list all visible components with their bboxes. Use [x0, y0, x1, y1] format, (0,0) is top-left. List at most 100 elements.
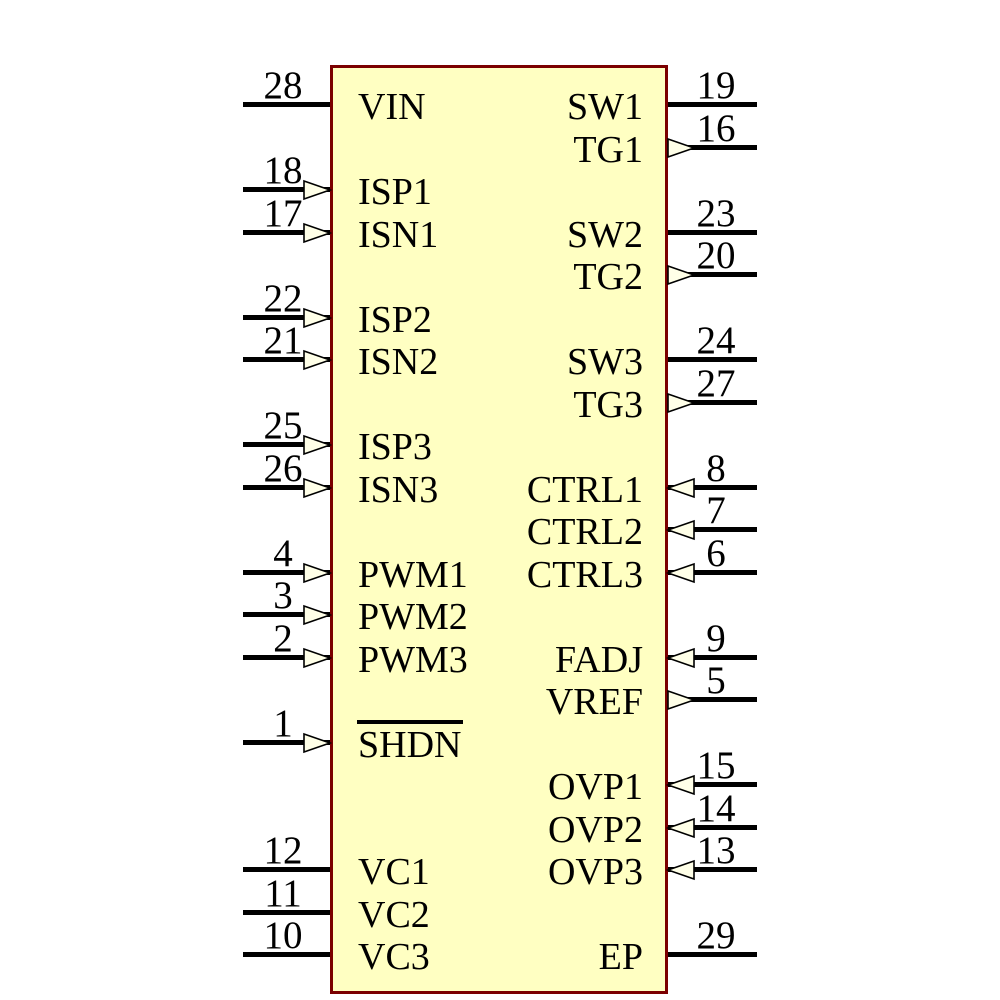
pin-number-isp3: 25 [263, 404, 303, 447]
pin-label-ep: EP [598, 936, 643, 978]
pin-number-ctrl2: 7 [706, 489, 726, 532]
pin-number-vref: 5 [706, 659, 726, 702]
pin-number-ovp2: 14 [696, 786, 736, 830]
pin-label-pwm3: PWM3 [358, 638, 468, 681]
pin-line-isp1 [243, 187, 330, 192]
pin-arrow-in-icon-pwm3 [302, 646, 333, 670]
pin-number-sw1: 19 [696, 64, 736, 107]
pin-line-isn1 [243, 229, 330, 235]
pin-label-sw1: SW1 [567, 86, 643, 128]
pin-arrow-in-icon-isn1 [302, 221, 333, 245]
pin-arrow-out-icon-vref [666, 688, 697, 712]
pin-label-vin: VIN [358, 86, 426, 128]
pin-line-ctrl3 [668, 569, 757, 575]
pin-number-isn3: 26 [263, 446, 303, 490]
pin-label-vc1: VC1 [358, 851, 430, 893]
pin-line-fadj [668, 654, 757, 660]
pin-label-isp1: ISP1 [358, 171, 432, 213]
pin-label-pwm2: PWM2 [358, 596, 468, 638]
pin-label-shdn: SHDN [358, 723, 462, 766]
pin-number-isp1: 18 [263, 149, 303, 192]
pin-label-vref: VREF [545, 681, 643, 723]
pin-number-pwm2: 3 [273, 574, 293, 617]
pin-label-sw3: SW3 [567, 341, 643, 383]
pin-label-tg3: TG3 [573, 383, 643, 426]
pin-line-tg2 [668, 272, 757, 277]
pin-line-ovp1 [668, 782, 757, 787]
pin-number-isp2: 22 [263, 276, 303, 320]
pin-arrow-in-icon-shdn [302, 731, 333, 755]
pin-arrow-in-icon-pwm2 [302, 603, 333, 627]
pin-line-vc1 [243, 867, 330, 872]
pin-arrow-in-icon-ctrl2 [665, 518, 696, 542]
pin-arrow-in-icon-ovp2 [665, 816, 696, 840]
pin-line-ovp3 [668, 867, 757, 872]
pin-label-isn3: ISN3 [358, 468, 439, 511]
pin-line-ctrl2 [668, 527, 757, 532]
pin-label-pwm1: PWM1 [358, 553, 468, 596]
pin-arrow-in-icon-ctrl3 [665, 561, 696, 585]
pin-line-ovp2 [668, 824, 757, 830]
pin-arrow-in-icon-ovp1 [665, 773, 696, 797]
pin-number-vc2: 11 [264, 871, 302, 915]
pin-number-vc3: 10 [263, 914, 303, 957]
pin-arrow-in-icon-fadj [665, 646, 696, 670]
pin-arrow-out-icon-tg3 [666, 391, 697, 415]
pin-number-ovp3: 13 [696, 829, 736, 872]
pin-line-sw2 [668, 229, 757, 235]
pin-number-pwm3: 2 [273, 616, 293, 660]
pin-arrow-in-icon-isn3 [302, 476, 333, 500]
pin-arrow-in-icon-isp2 [302, 306, 333, 330]
pin-line-vc2 [243, 909, 330, 915]
pin-number-vin: 28 [263, 64, 303, 107]
pin-number-ctrl1: 8 [706, 446, 726, 490]
pin-overline-shdn [357, 719, 463, 724]
pin-line-tg3 [668, 399, 757, 405]
pin-number-isn2: 21 [263, 319, 303, 362]
pin-arrow-out-icon-tg2 [666, 263, 697, 287]
pin-number-sw3: 24 [696, 319, 736, 362]
pin-line-vref [668, 697, 757, 702]
pin-line-isp3 [243, 442, 330, 447]
pin-line-isn3 [243, 484, 330, 490]
pin-number-shdn: 1 [273, 701, 293, 745]
ic-body [330, 65, 668, 994]
pin-number-vc1: 12 [263, 829, 303, 872]
pin-arrow-in-icon-isn2 [302, 348, 333, 372]
pin-number-isn1: 17 [263, 191, 303, 235]
pin-line-tg1 [668, 144, 757, 150]
pin-line-sw3 [668, 357, 757, 362]
pin-number-tg3: 27 [696, 361, 736, 405]
pin-label-tg1: TG1 [573, 128, 643, 171]
pin-line-pwm3 [243, 654, 330, 660]
pin-label-vc3: VC3 [358, 936, 430, 978]
pin-number-ep: 29 [696, 914, 736, 957]
pin-arrow-in-icon-isp3 [302, 433, 333, 457]
pin-label-ctrl2: CTRL2 [526, 511, 643, 553]
pin-arrow-in-icon-pwm1 [302, 561, 333, 585]
pin-arrow-in-icon-isp1 [302, 178, 333, 202]
pin-number-fadj: 9 [706, 616, 726, 660]
pin-label-tg2: TG2 [573, 256, 643, 298]
pin-label-isn1: ISN1 [358, 213, 439, 256]
pin-line-shdn [243, 739, 330, 745]
pin-label-ctrl3: CTRL3 [526, 553, 643, 596]
pin-line-ctrl1 [668, 484, 757, 490]
pin-arrow-in-icon-ovp3 [665, 858, 696, 882]
pin-line-sw1 [668, 102, 757, 107]
pin-line-pwm1 [243, 569, 330, 575]
pin-arrow-in-icon-ctrl1 [665, 476, 696, 500]
pin-line-pwm2 [243, 612, 330, 617]
pin-line-isp2 [243, 314, 330, 320]
pin-label-isp3: ISP3 [358, 426, 432, 468]
pin-line-ep [668, 952, 757, 957]
pin-number-tg1: 16 [696, 106, 736, 150]
pin-label-ovp2: OVP2 [547, 808, 643, 851]
pin-number-sw2: 23 [696, 191, 736, 235]
pin-line-isn2 [243, 357, 330, 362]
pin-label-vc2: VC2 [358, 893, 430, 936]
pin-label-ctrl1: CTRL1 [526, 468, 643, 511]
pin-line-vc3 [243, 952, 330, 957]
pin-number-pwm1: 4 [273, 531, 293, 575]
